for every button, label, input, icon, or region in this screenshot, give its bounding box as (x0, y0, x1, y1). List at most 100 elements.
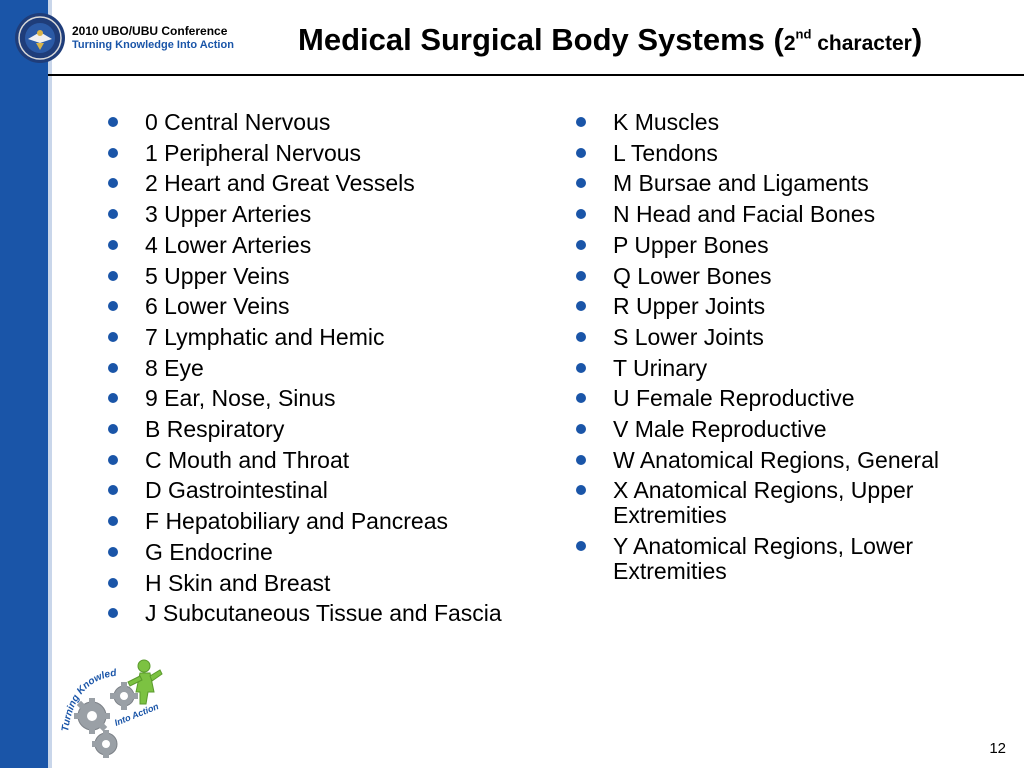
bullet-icon (576, 270, 586, 281)
list-item-text: H Skin and Breast (145, 569, 331, 596)
list-item-text: L Tendons (613, 139, 718, 166)
header-divider (48, 74, 1024, 76)
bullet-icon (576, 485, 586, 496)
dod-seal-icon (15, 13, 65, 63)
slide-title-close: ) (911, 22, 923, 57)
bullet-icon (576, 540, 586, 551)
bullet-icon (576, 209, 586, 220)
bullet-icon (108, 424, 118, 435)
list-item: K Muscles (576, 110, 996, 135)
list-item: G Endocrine (108, 538, 508, 565)
list-item-text: 7 Lymphatic and Hemic (145, 323, 385, 350)
list-item-text: N Head and Facial Bones (613, 201, 876, 228)
bullet-icon (576, 454, 586, 465)
bullet-icon (576, 239, 586, 250)
slide-title: Medical Surgical Body Systems (2nd chara… (298, 20, 922, 64)
list-item: R Upper Joints (576, 294, 996, 319)
bullet-icon (576, 331, 586, 342)
bullet-icon (576, 301, 586, 312)
list-item-text: B Respiratory (145, 416, 285, 443)
bullet-icon (108, 516, 118, 527)
bullet-icon (108, 393, 118, 404)
list-item-text: K Muscles (613, 109, 720, 135)
slide-title-ordinal: nd (795, 26, 812, 42)
body-systems-list-left: 0 Central Nervous 1 Peripheral Nervous 2… (108, 110, 508, 632)
list-item: 5 Upper Veins (108, 262, 508, 289)
list-item: V Male Reproductive (576, 417, 996, 442)
list-item: W Anatomical Regions, General (576, 446, 996, 473)
list-item-text: T Urinary (613, 354, 708, 381)
list-item-text: W Anatomical Regions, General (613, 446, 939, 473)
bullet-icon (108, 485, 118, 496)
conference-block: 2010 UBO/UBU Conference Turning Knowledg… (72, 24, 272, 52)
bullet-icon (108, 270, 118, 281)
list-item: N Head and Facial Bones (576, 202, 996, 227)
list-item-text: 4 Lower Arteries (145, 231, 312, 258)
bullet-icon (108, 454, 118, 465)
slide-title-word: character (811, 32, 912, 55)
list-item-text: S Lower Joints (613, 323, 764, 350)
list-item: T Urinary (576, 354, 996, 381)
bullet-icon (576, 117, 586, 127)
list-item: 7 Lymphatic and Hemic (108, 325, 508, 350)
list-item-text: Q Lower Bones (613, 262, 772, 289)
list-item: Q Lower Bones (576, 262, 996, 289)
bullet-icon (576, 393, 586, 404)
left-accent-bar (0, 0, 48, 768)
left-accent-stripe (48, 0, 52, 768)
list-item-text: 9 Ear, Nose, Sinus (145, 385, 336, 412)
bullet-icon (576, 424, 586, 435)
body-systems-list-right: K Muscles L Tendons M Bursae and Ligamen… (576, 110, 996, 589)
list-item-text: X Anatomical Regions, Upper Extremities (613, 477, 914, 529)
conference-tagline: Turning Knowledge Into Action (72, 39, 234, 51)
list-item-text: P Upper Bones (613, 231, 769, 258)
list-item-text: G Endocrine (145, 538, 273, 565)
bullet-icon (576, 147, 586, 158)
list-item: F Hepatobiliary and Pancreas (108, 509, 508, 534)
bullet-icon (108, 331, 118, 342)
bullet-icon (108, 209, 118, 220)
list-item: 8 Eye (108, 354, 508, 381)
list-item-text: 8 Eye (145, 354, 204, 381)
list-item: L Tendons (576, 139, 996, 166)
list-item: 9 Ear, Nose, Sinus (108, 386, 508, 411)
bullet-icon (108, 301, 118, 312)
list-item: Y Anatomical Regions, Lower Extremities (576, 534, 996, 583)
list-item: M Bursae and Ligaments (576, 171, 996, 196)
list-item-text: V Male Reproductive (613, 416, 827, 443)
list-item: D Gastrointestinal (108, 478, 508, 503)
list-item-text: 0 Central Nervous (145, 109, 331, 135)
list-item-text: 1 Peripheral Nervous (145, 139, 362, 166)
list-item-text: 5 Upper Veins (145, 262, 290, 289)
list-item: J Subcutaneous Tissue and Fascia (108, 601, 508, 626)
bullet-icon (108, 546, 118, 557)
list-item: X Anatomical Regions, Upper Extremities (576, 478, 996, 527)
list-item-text: 6 Lower Veins (145, 293, 290, 320)
list-item-text: Y Anatomical Regions, Lower Extremities (613, 532, 914, 584)
list-item: U Female Reproductive (576, 386, 996, 411)
bullet-icon (108, 117, 118, 127)
bullet-icon (576, 362, 586, 373)
list-item: B Respiratory (108, 417, 508, 442)
list-item-text: C Mouth and Throat (145, 446, 350, 473)
list-item: 2 Heart and Great Vessels (108, 171, 508, 196)
bullet-icon (108, 147, 118, 158)
page-number: 12 (989, 740, 1006, 757)
list-item-text: R Upper Joints (613, 293, 766, 320)
list-item: 4 Lower Arteries (108, 231, 508, 258)
slide-header: 2010 UBO/UBU Conference Turning Knowledg… (0, 0, 1024, 76)
list-item: P Upper Bones (576, 231, 996, 258)
list-item: C Mouth and Throat (108, 446, 508, 473)
bullet-icon (576, 178, 586, 189)
bullet-icon (108, 362, 118, 373)
list-item-text: 2 Heart and Great Vessels (145, 170, 415, 197)
bullet-icon (108, 239, 118, 250)
slide-title-main: Medical Surgical Body Systems ( (298, 22, 784, 57)
list-item-text: 3 Upper Arteries (145, 201, 312, 228)
list-item-text: U Female Reproductive (613, 385, 855, 412)
list-item: 0 Central Nervous (108, 110, 508, 135)
bullet-icon (108, 178, 118, 189)
list-item: 3 Upper Arteries (108, 202, 508, 227)
list-item: H Skin and Breast (108, 569, 508, 596)
gears-figure-logo-icon: Turning Knowledge Into Action (54, 652, 163, 758)
